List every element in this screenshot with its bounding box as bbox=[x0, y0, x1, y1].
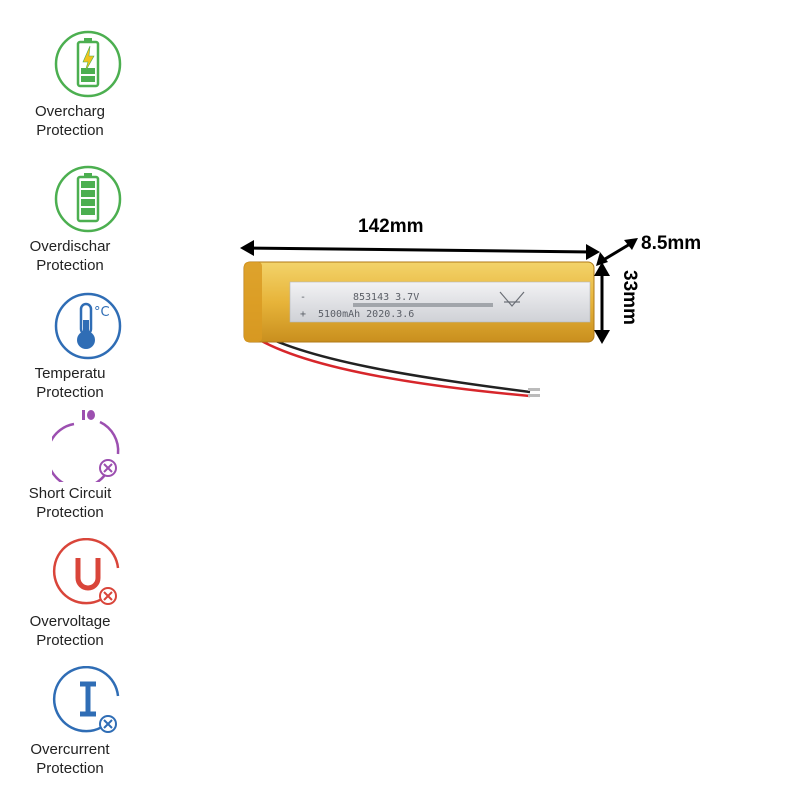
label-minus: - bbox=[300, 292, 306, 303]
label-capacity: 5100mAh 2020.3.6 bbox=[318, 309, 414, 320]
width-label: 33mm bbox=[619, 270, 640, 325]
recycle-icon bbox=[499, 291, 525, 307]
length-arrow bbox=[240, 240, 600, 260]
feature-label: Overdischar Protection bbox=[29, 238, 111, 274]
voltage-icon bbox=[52, 538, 120, 605]
thickness-arrow bbox=[596, 238, 638, 266]
feature-label: Overvoltage Protection bbox=[29, 613, 111, 649]
thermometer-icon: °C bbox=[54, 292, 122, 360]
feature-label: Short Circuit Protection bbox=[28, 485, 112, 521]
current-icon bbox=[52, 666, 120, 733]
width-arrow bbox=[594, 262, 610, 344]
battery-charging-icon bbox=[54, 30, 122, 98]
feature-label: Overcurrent Protection bbox=[30, 741, 110, 777]
short-circuit-icon bbox=[52, 410, 120, 482]
length-label: 142mm bbox=[358, 216, 424, 237]
thickness-label: 8.5mm bbox=[641, 233, 702, 254]
barcode bbox=[353, 303, 493, 307]
label-plus: + bbox=[300, 309, 306, 320]
battery-label-sticker bbox=[289, 281, 591, 323]
battery-cell bbox=[243, 261, 595, 343]
battery-full-icon bbox=[54, 165, 122, 233]
label-model: 853143 3.7V bbox=[353, 292, 419, 303]
feature-label: Overcharg Protection bbox=[34, 103, 106, 139]
red-wire bbox=[249, 332, 531, 398]
svg-text:°C: °C bbox=[94, 305, 110, 320]
feature-label: Temperatu Protection bbox=[34, 365, 106, 401]
